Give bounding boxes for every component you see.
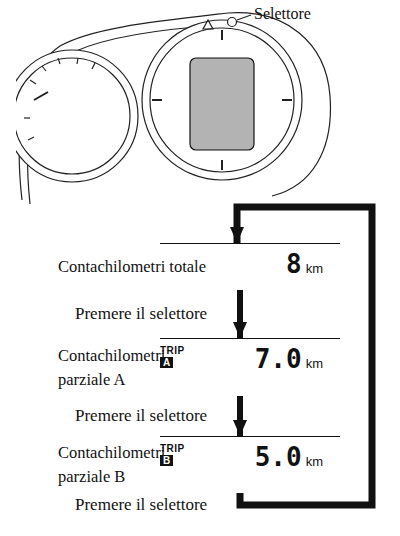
readout: 7.0 km — [255, 344, 323, 374]
flow-arrow — [237, 207, 372, 505]
flow-arrow — [237, 290, 243, 338]
trip-word: TRIP — [160, 345, 185, 356]
display-state: Contachilometri totale 8 km — [55, 243, 345, 290]
selector-knob — [228, 18, 237, 27]
trip-letter: B — [160, 455, 173, 466]
action-label: Premere il selettore — [75, 303, 207, 325]
left-gauge — [16, 50, 138, 182]
separator-line — [160, 436, 340, 437]
right-dial-inner — [150, 28, 294, 172]
unit-label: km — [306, 262, 323, 276]
dial-tick — [221, 160, 223, 170]
action-label: Premere il selettore — [75, 405, 207, 427]
dial-tick — [282, 99, 292, 101]
trip-letter: A — [160, 357, 173, 368]
mode-label: Contachilometri totale — [58, 255, 206, 279]
leader-line — [237, 15, 251, 20]
odometer-value: 5.0 — [255, 442, 302, 472]
part-label: Selettore — [254, 4, 311, 24]
trip-icon: TRIPB — [160, 443, 185, 466]
action-label: Premere il selettore — [75, 494, 207, 516]
display-state: Contachilometri parziale ATRIPA 7.0 km — [55, 338, 345, 396]
flow-arrow — [237, 396, 243, 436]
unit-label: km — [306, 357, 323, 371]
odometer-value: 8 — [286, 249, 302, 279]
separator-line — [160, 338, 340, 339]
odometer-value: 7.0 — [255, 344, 302, 374]
trip-word: TRIP — [160, 443, 185, 454]
trip-icon: TRIPA — [160, 345, 185, 368]
separator-line — [160, 243, 340, 244]
readout: 8 km — [286, 249, 323, 279]
mode-label: Contachilometri parziale B — [58, 441, 162, 489]
display-screen — [190, 58, 254, 150]
unit-label: km — [306, 455, 323, 469]
display-state: Contachilometri parziale BTRIPB 5.0 km — [55, 436, 345, 493]
mode-label: Contachilometri parziale A — [58, 344, 162, 392]
dial-tick — [152, 99, 162, 101]
right-dial — [142, 20, 302, 180]
dial-tick — [221, 30, 223, 40]
readout: 5.0 km — [255, 442, 323, 472]
warning-triangle — [203, 20, 213, 29]
